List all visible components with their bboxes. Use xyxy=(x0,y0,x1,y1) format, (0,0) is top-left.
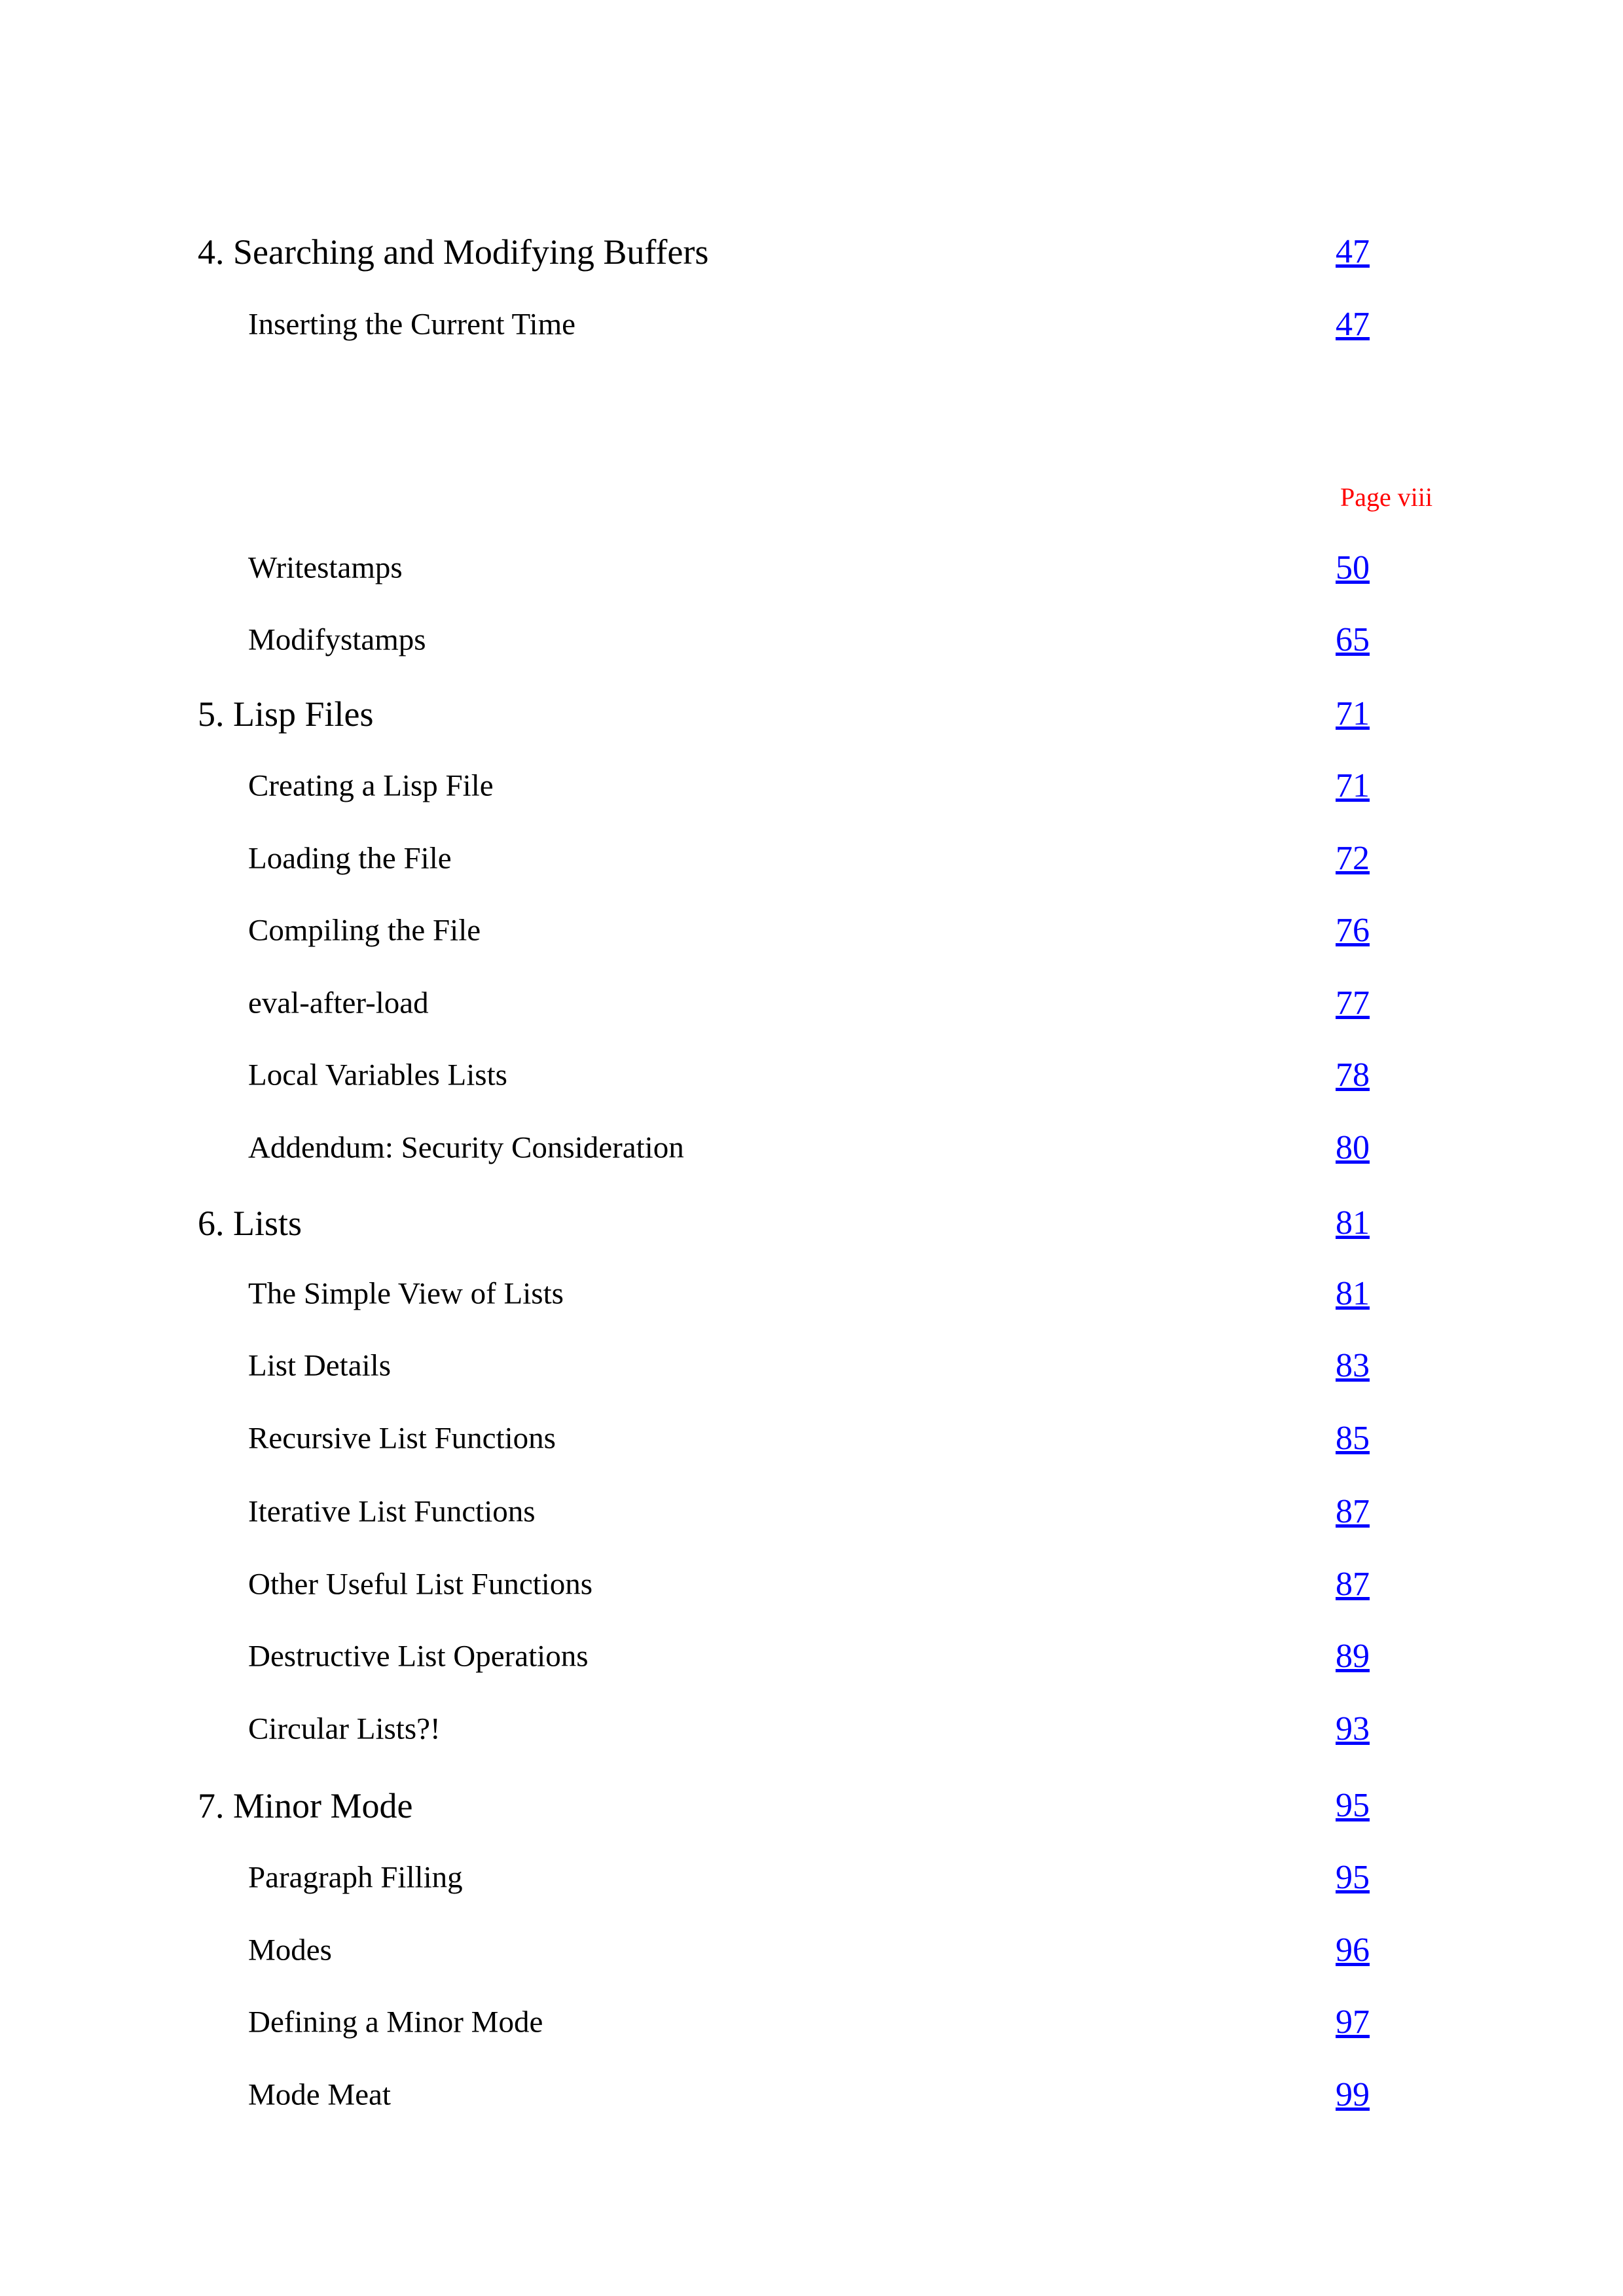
toc-page-link[interactable]: 78 xyxy=(1336,1056,1370,1094)
toc-page-link[interactable]: 65 xyxy=(1336,621,1370,658)
toc-page-link[interactable]: 99 xyxy=(1336,2076,1370,2113)
toc-page-link[interactable]: 71 xyxy=(1336,767,1370,804)
toc-entry-title: Addendum: Security Consideration xyxy=(248,1130,684,1165)
toc-entry-title: 4. Searching and Modifying Buffers xyxy=(198,232,709,272)
toc-entry-title: Writestamps xyxy=(248,550,403,585)
toc-page-link[interactable]: 72 xyxy=(1336,840,1370,877)
toc-entry-title: Modes xyxy=(248,1933,332,1967)
toc-entry-title: Other Useful List Functions xyxy=(248,1567,593,1602)
toc-entry-title: Destructive List Operations xyxy=(248,1639,589,1674)
toc-page-link[interactable]: 81 xyxy=(1336,1275,1370,1312)
toc-page-link[interactable]: 47 xyxy=(1336,306,1370,343)
toc-page-link[interactable]: 77 xyxy=(1336,984,1370,1022)
toc-page-link[interactable]: 87 xyxy=(1336,1493,1370,1530)
toc-entry-title: Local Variables Lists xyxy=(248,1058,507,1092)
page-number-label: Page viii xyxy=(1340,482,1433,512)
toc-page-link[interactable]: 85 xyxy=(1336,1420,1370,1457)
toc-page-link[interactable]: 97 xyxy=(1336,2003,1370,2041)
toc-page-link[interactable]: 80 xyxy=(1336,1129,1370,1166)
toc-page-link[interactable]: 76 xyxy=(1336,912,1370,949)
toc-entry-title: Paragraph Filling xyxy=(248,1860,463,1895)
toc-entry-title: 6. Lists xyxy=(198,1204,302,1243)
toc-entry-title: Compiling the File xyxy=(248,913,481,948)
toc-page-link[interactable]: 95 xyxy=(1336,1787,1370,1824)
toc-page-link[interactable]: 89 xyxy=(1336,1638,1370,1675)
toc-page-link[interactable]: 81 xyxy=(1336,1204,1370,1242)
toc-entry-title: eval-after-load xyxy=(248,986,429,1020)
toc-entry-title: Mode Meat xyxy=(248,2077,391,2112)
toc-entry-title: Recursive List Functions xyxy=(248,1421,556,1456)
toc-entry-title: Loading the File xyxy=(248,841,452,876)
toc-page-link[interactable]: 96 xyxy=(1336,1931,1370,1969)
toc-page-link[interactable]: 83 xyxy=(1336,1347,1370,1384)
toc-entry-title: Modifystamps xyxy=(248,622,426,657)
toc-entry-title: Inserting the Current Time xyxy=(248,307,575,342)
toc-entry-title: List Details xyxy=(248,1348,391,1383)
toc-page-link[interactable]: 95 xyxy=(1336,1859,1370,1896)
toc-entry-title: Iterative List Functions xyxy=(248,1494,536,1529)
toc-page-link[interactable]: 47 xyxy=(1336,233,1370,270)
toc-page-link[interactable]: 93 xyxy=(1336,1710,1370,1748)
toc-page-link[interactable]: 71 xyxy=(1336,695,1370,732)
toc-entry-title: Circular Lists?! xyxy=(248,1712,441,1746)
toc-entry-title: 5. Lisp Files xyxy=(198,694,374,734)
toc-entry-title: The Simple View of Lists xyxy=(248,1276,564,1311)
toc-entry-title: Creating a Lisp File xyxy=(248,768,494,803)
toc-entry-title: Defining a Minor Mode xyxy=(248,2005,543,2039)
toc-page-link[interactable]: 87 xyxy=(1336,1566,1370,1603)
toc-entry-title: 7. Minor Mode xyxy=(198,1786,413,1825)
toc-page-link[interactable]: 50 xyxy=(1336,549,1370,586)
